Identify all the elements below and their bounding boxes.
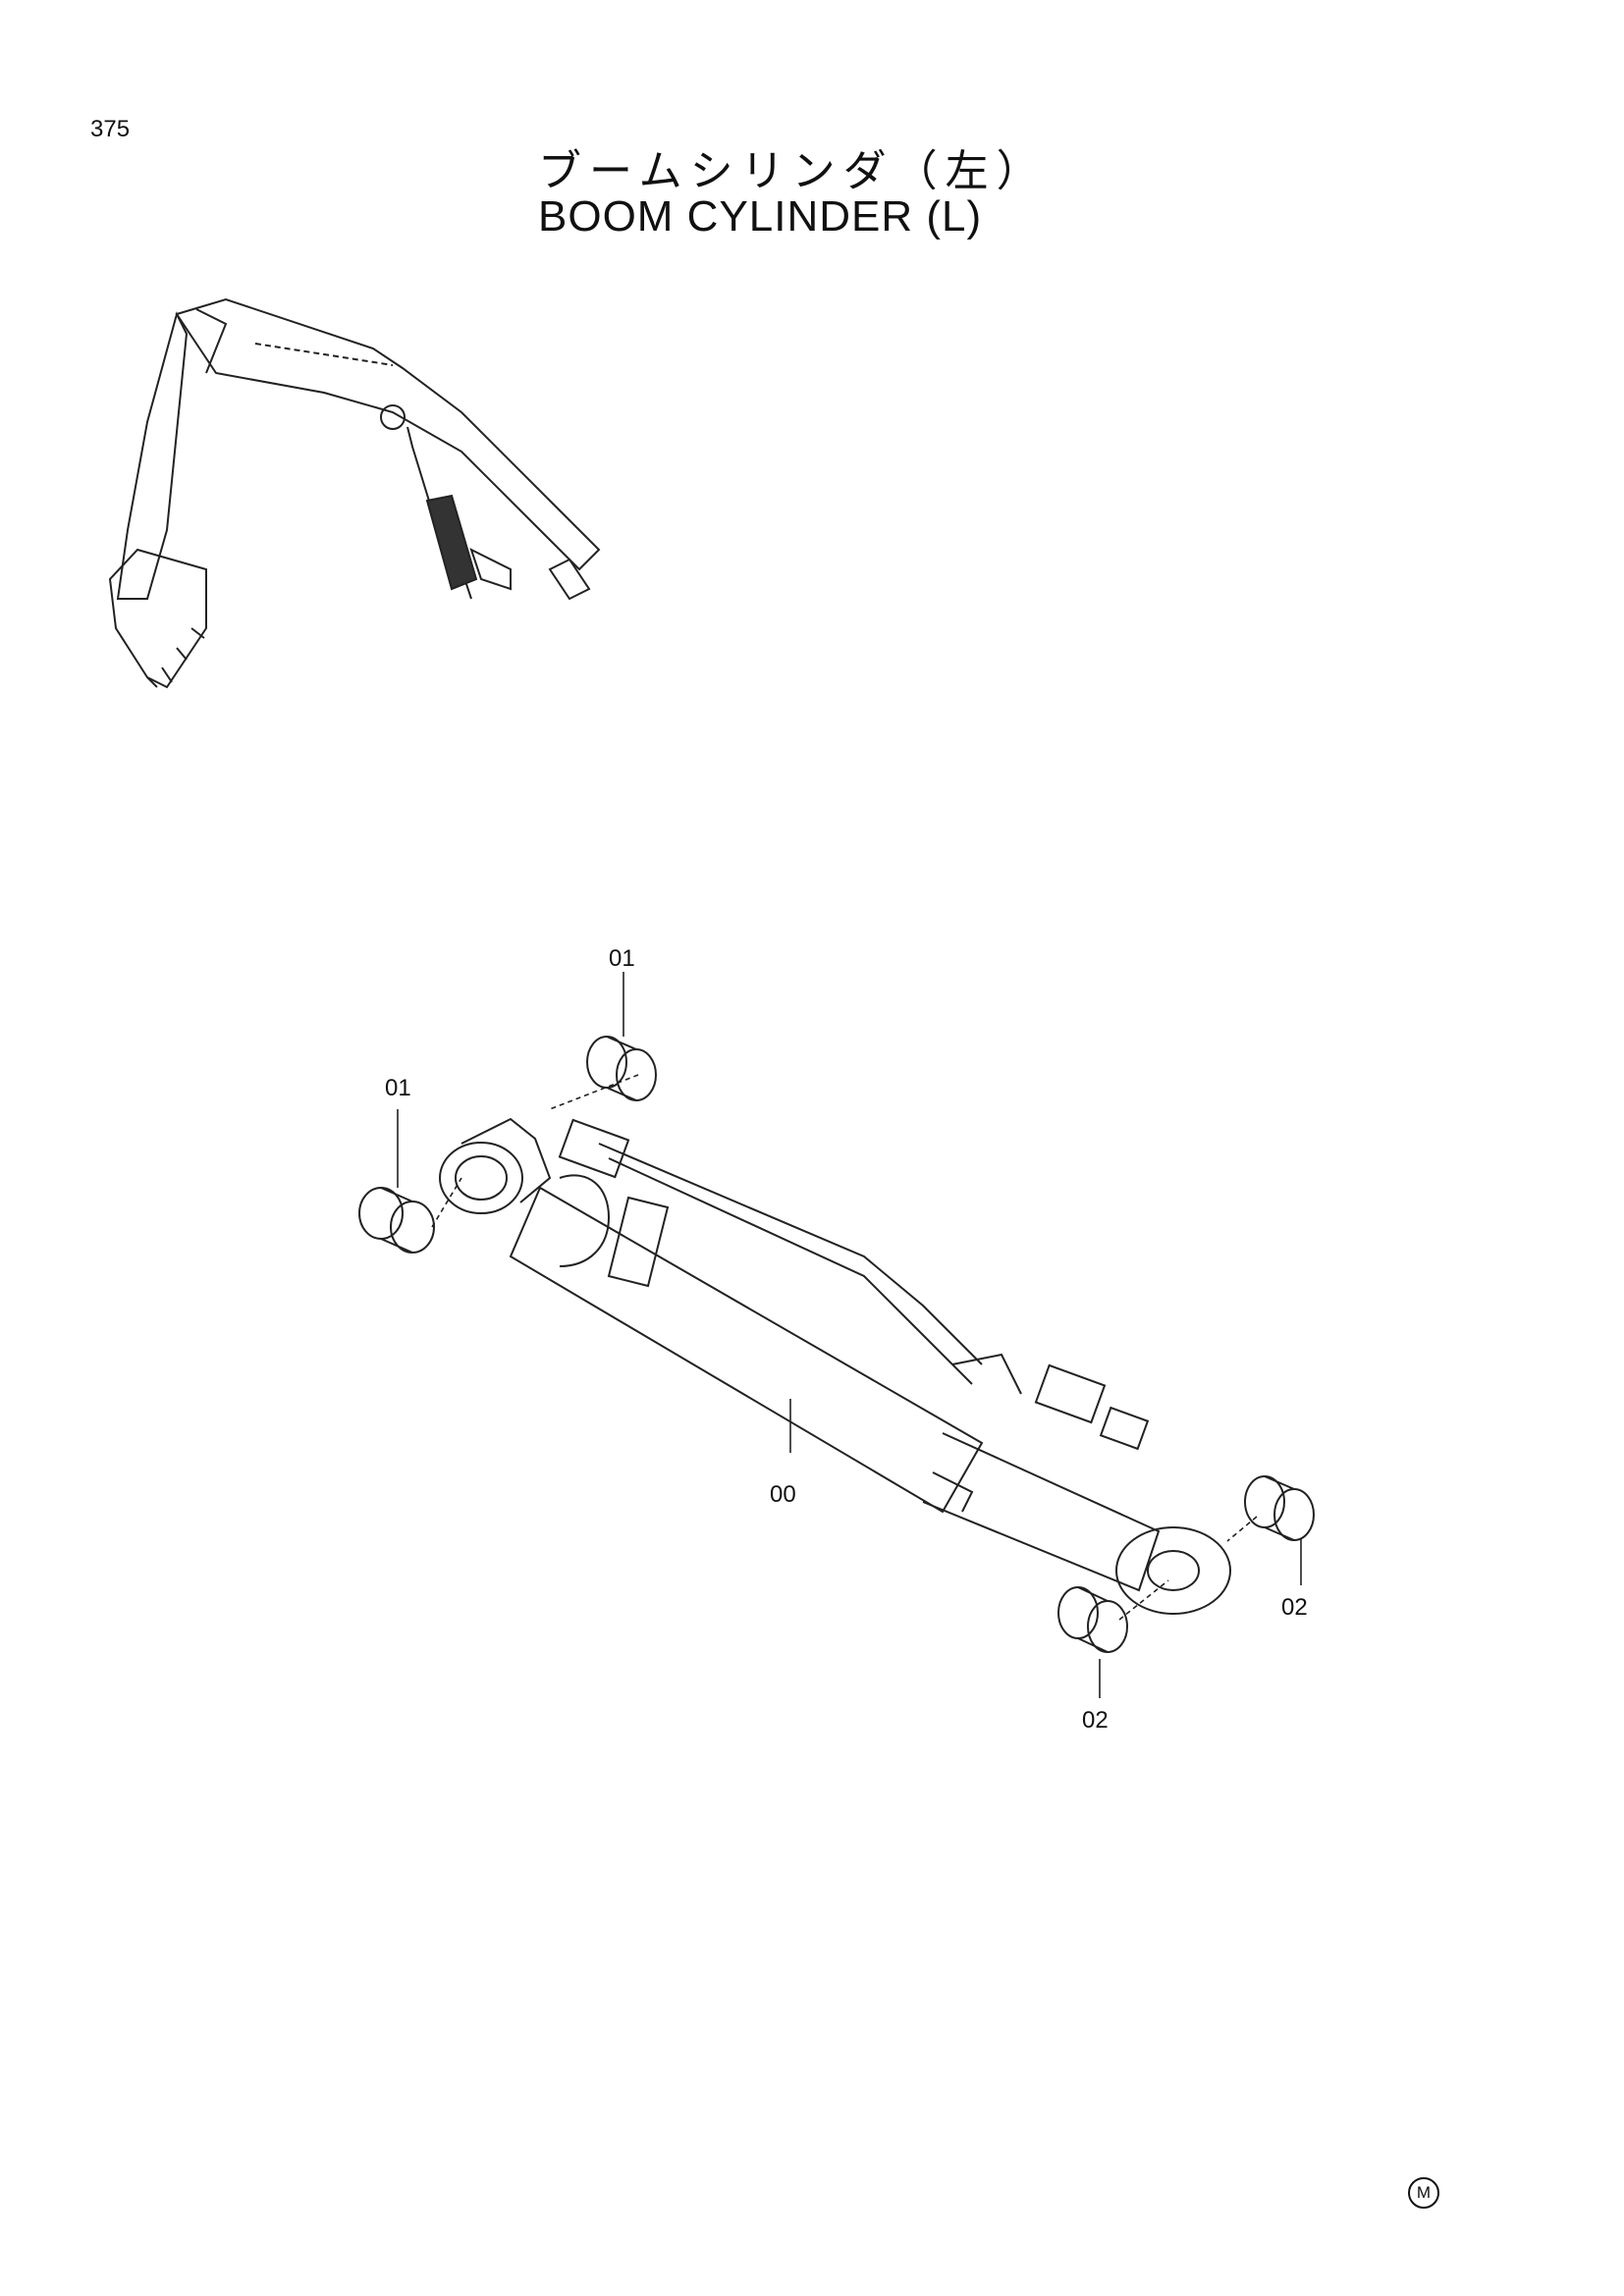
bushing-02-right	[1244, 1475, 1315, 1541]
bushing-01-top	[586, 1036, 657, 1101]
callout-00-cylinder: 00	[770, 1481, 796, 1508]
title-japanese: ブームシリンダ（左）	[538, 146, 1048, 196]
callout-01-top: 01	[609, 945, 635, 972]
page-number: 375	[90, 116, 131, 142]
excavator-arm-overview	[108, 297, 601, 689]
bushing-02-lower	[1057, 1586, 1128, 1653]
callout-02-lower: 02	[1082, 1707, 1109, 1734]
leader-lines	[397, 972, 1302, 1698]
manufacturer-mark: M	[1408, 2177, 1439, 2209]
callout-02-right: 02	[1281, 1594, 1308, 1621]
bushing-01-left	[358, 1187, 435, 1254]
callout-01-left: 01	[385, 1075, 411, 1101]
boom-cylinder-assembly	[439, 1117, 1231, 1615]
title-english: BOOM CYLINDER (L)	[538, 192, 983, 240]
